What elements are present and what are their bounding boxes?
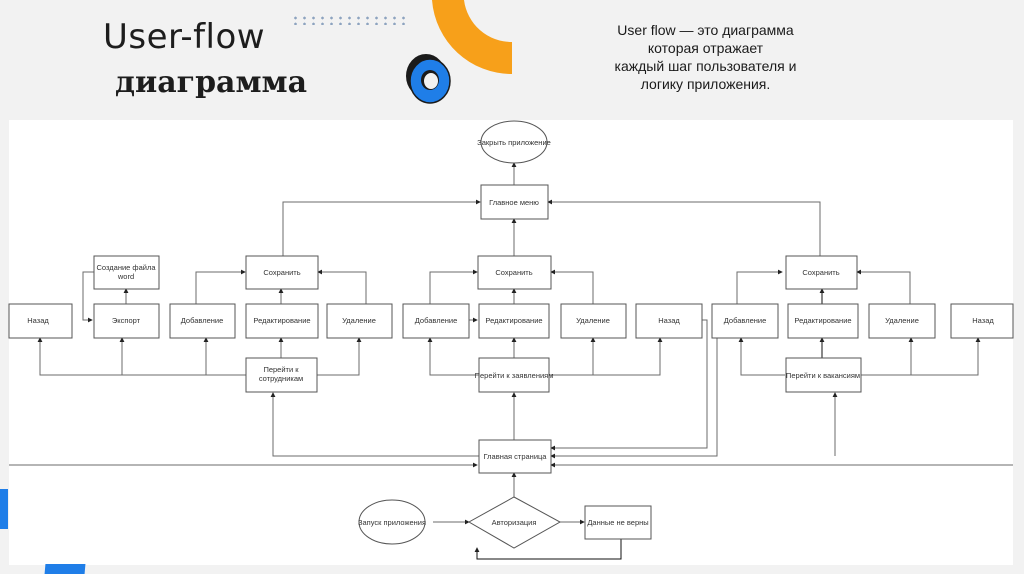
- node-home-page[interactable]: Главная страница: [478, 439, 552, 474]
- node-close-app[interactable]: Закрыть приложение: [477, 120, 551, 164]
- node-label: Назад: [658, 316, 680, 325]
- node-label: Перейти к: [263, 365, 299, 374]
- connector: [736, 269, 783, 304]
- description-line: каждый шаг пользователя и: [614, 58, 797, 74]
- node-label: Главная страница: [484, 452, 548, 461]
- node-label: Добавление: [724, 316, 767, 325]
- blue-ring-decoration: [406, 54, 451, 104]
- node-export[interactable]: Экспорт: [93, 303, 160, 339]
- connector: [282, 199, 481, 258]
- connector: [37, 337, 246, 376]
- node-goto-applications[interactable]: Перейти к заявлениям: [475, 357, 554, 393]
- orange-arc-decoration: [432, 0, 512, 75]
- connector: [738, 337, 785, 376]
- connector: [270, 392, 480, 457]
- node-save-mid[interactable]: Сохранить: [477, 255, 552, 290]
- connector: [429, 269, 478, 304]
- connector: [549, 337, 663, 376]
- node-label: word: [117, 272, 134, 281]
- node-authorization[interactable]: Авторизация: [467, 496, 562, 549]
- connector: [317, 337, 362, 376]
- decorative-dots: [291, 15, 407, 25]
- node-back-right[interactable]: Назад: [950, 303, 1014, 339]
- connector: [550, 319, 718, 459]
- node-label: Сохранить: [263, 268, 300, 277]
- connector: [317, 269, 367, 304]
- slide-subtitle: диаграмма: [115, 65, 308, 100]
- node-label: Закрыть приложение: [477, 138, 551, 147]
- node-label: сотрудникам: [259, 374, 303, 383]
- node-label: Перейти к вакансиям: [786, 371, 860, 380]
- connector: [550, 319, 708, 451]
- node-label: Сохранить: [495, 268, 532, 277]
- connector: [861, 337, 981, 376]
- node-edit-right[interactable]: Редактирование: [787, 303, 859, 339]
- node-label: Экспорт: [112, 316, 141, 325]
- node-invalid-data[interactable]: Данные не верны: [584, 505, 652, 540]
- blue-bar-decoration: [0, 489, 8, 529]
- node-delete-mid[interactable]: Удаление: [560, 303, 627, 339]
- node-edit-mid[interactable]: Редактирование: [478, 303, 550, 339]
- connector: [856, 269, 911, 304]
- description-line: User flow — это диаграмма: [617, 22, 794, 38]
- connector: [427, 337, 479, 376]
- connector: [547, 199, 821, 258]
- node-label: Главное меню: [489, 198, 539, 207]
- node-label: Создание файла: [97, 263, 157, 272]
- node-label: Данные не верны: [587, 518, 648, 527]
- node-launch-app[interactable]: Запуск приложения: [358, 499, 426, 545]
- node-label: Назад: [27, 316, 49, 325]
- node-create-word[interactable]: Создание файла word: [93, 255, 160, 290]
- node-label: Удаление: [342, 316, 376, 325]
- node-main-menu[interactable]: Главное меню: [480, 184, 549, 220]
- node-label: Назад: [972, 316, 994, 325]
- node-goto-employees[interactable]: Перейти к сотрудникам: [245, 357, 318, 393]
- node-back-left[interactable]: Назад: [8, 303, 73, 339]
- connector: [550, 269, 594, 304]
- node-save-right[interactable]: Сохранить: [785, 255, 858, 290]
- node-label: Редактирование: [253, 316, 310, 325]
- connector: [195, 269, 246, 304]
- node-add-right[interactable]: Добавление: [711, 303, 779, 339]
- node-label: Сохранить: [802, 268, 839, 277]
- node-label: Добавление: [181, 316, 224, 325]
- node-goto-vacancies[interactable]: Перейти к вакансиям: [785, 357, 862, 393]
- node-save-left[interactable]: Сохранить: [245, 255, 319, 290]
- connector: [474, 539, 622, 560]
- node-label: Авторизация: [492, 518, 537, 527]
- node-delete-right[interactable]: Удаление: [868, 303, 936, 339]
- slide-description: User flow — это диаграмма которая отража…: [588, 21, 823, 93]
- node-label: Удаление: [885, 316, 919, 325]
- slide-title: User-flow: [103, 17, 266, 57]
- node-label: Перейти к заявлениям: [475, 371, 554, 380]
- node-label: Удаление: [576, 316, 610, 325]
- description-line: логику приложения.: [640, 76, 771, 92]
- node-label: Редактирование: [485, 316, 542, 325]
- node-edit-left[interactable]: Редактирование: [245, 303, 319, 339]
- node-label: Добавление: [415, 316, 458, 325]
- connector: [82, 271, 94, 323]
- node-label: Редактирование: [794, 316, 851, 325]
- node-add-left[interactable]: Добавление: [169, 303, 236, 339]
- node-back-mid[interactable]: Назад: [635, 303, 703, 339]
- node-delete-left[interactable]: Удаление: [326, 303, 393, 339]
- blue-bar-decoration: [44, 564, 86, 574]
- node-add-mid[interactable]: Добавление: [402, 303, 470, 339]
- description-line: которая отражает: [647, 40, 764, 56]
- node-label: Запуск приложения: [358, 518, 426, 527]
